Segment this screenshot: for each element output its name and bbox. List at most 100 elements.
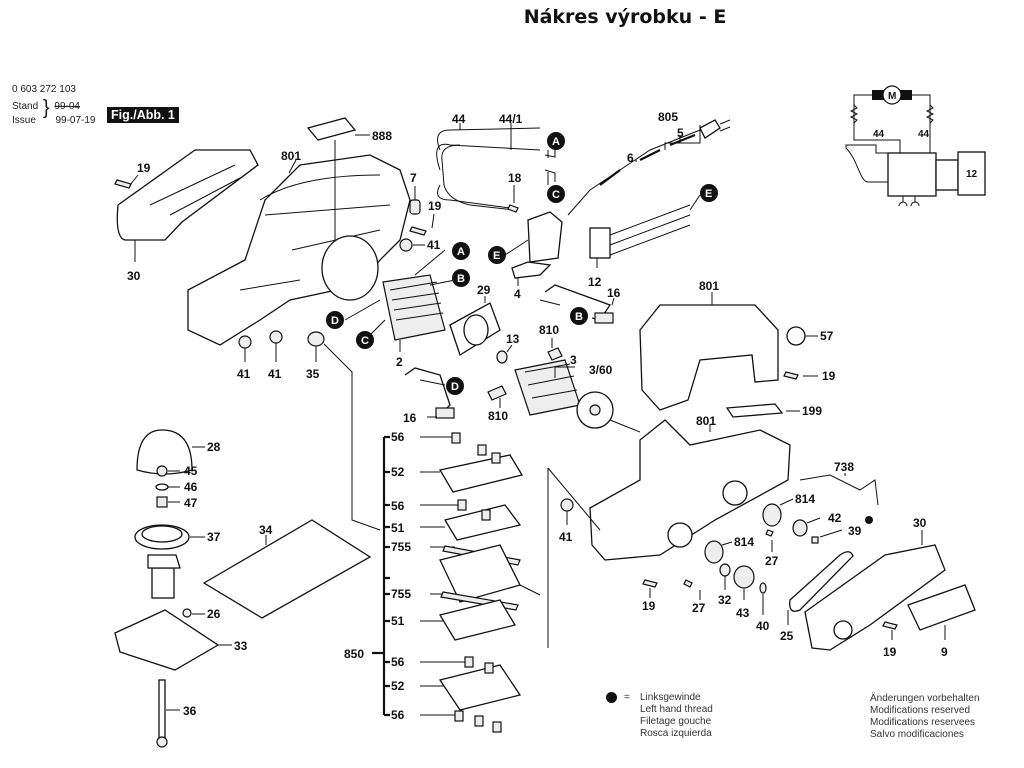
side-cover-30: [116, 149, 259, 241]
circlip-40: [759, 582, 767, 594]
depth-adjust-group: 28 45 46 47 37 26 33 36 34: [114, 429, 372, 748]
screw-27-a: [765, 529, 774, 537]
parking-shoe-34: [202, 519, 372, 619]
motor-group: 2 29 13 3 3/60 810 16 16 810: [382, 274, 641, 433]
nut-41-d: [560, 498, 574, 512]
switch-body-icon: [887, 152, 937, 197]
nut-41-b: [238, 335, 252, 349]
label-36: 36: [183, 704, 197, 718]
schematic-label-12: 12: [966, 169, 978, 180]
label-56-d: 56: [391, 708, 405, 722]
label-814-b: 814: [734, 535, 754, 549]
left-hand-thread-dot: [865, 516, 873, 524]
label-805: 805: [658, 110, 678, 124]
label-43: 43: [736, 606, 750, 620]
label-46: 46: [184, 480, 198, 494]
label-27-b: 27: [692, 601, 706, 615]
label-755-b: 755: [391, 587, 411, 601]
bolt-36: [158, 679, 166, 739]
legend-line: Linksgewinde: [640, 692, 701, 703]
label-16-b: 16: [403, 411, 417, 425]
legend-equals: =: [624, 692, 630, 703]
figure-badge: Fig./Abb. 1: [107, 107, 179, 123]
label-25: 25: [780, 629, 794, 643]
trigger-4: [511, 261, 552, 279]
label-plate-9: [907, 584, 976, 631]
label-40: 40: [756, 619, 770, 633]
screw-27-b: [683, 579, 693, 588]
svg-text:E: E: [705, 188, 712, 200]
disclaimer-line: Änderungen vorbehalten: [870, 693, 980, 704]
callout-d-1: [326, 311, 344, 329]
screw-18: [507, 204, 519, 213]
label-35: 35: [306, 367, 320, 381]
cable-switch-group: 44 44/1 18 4 6 5 805 12: [436, 110, 731, 301]
screw-26: [182, 608, 192, 618]
screw-19-d: [642, 579, 658, 588]
legend-line: Rosca izquierda: [640, 728, 712, 739]
nut-41-a: [399, 238, 413, 252]
pulley-43: [733, 565, 755, 589]
disclaimer-line: Salvo modificaciones: [870, 729, 964, 740]
callout-d-2: [446, 377, 464, 395]
label-814-a: 814: [795, 492, 815, 506]
blade-clamp-52-b: [438, 664, 522, 711]
label-3-60: 3/60: [589, 363, 613, 377]
label-755-a: 755: [391, 540, 411, 554]
stand-label: Stand: [12, 101, 39, 112]
svg-text:D: D: [331, 315, 339, 327]
callout-e-2: [488, 246, 506, 264]
callout-a-2: [452, 242, 470, 260]
nut-45: [156, 465, 168, 477]
spring-47: [156, 496, 168, 508]
callout-e-1: [700, 184, 718, 202]
svg-text:B: B: [575, 311, 583, 323]
callout-b-2: [570, 307, 588, 325]
screw-56-d: [454, 710, 464, 722]
label-801-a: 801: [281, 149, 301, 163]
belt-cover-30: [804, 544, 946, 651]
issue-value: 99-07-19: [55, 115, 96, 126]
label-51-b: 51: [391, 614, 405, 628]
screw-56-a: [451, 432, 461, 444]
label-26: 26: [207, 607, 221, 621]
ring-57: [786, 326, 806, 346]
label-44-1: 44/1: [499, 112, 523, 126]
callout-b-1: [452, 269, 470, 287]
pulley-814-a: [762, 503, 782, 527]
hex-key-738: [799, 474, 879, 506]
part-39: [811, 536, 819, 544]
motor-brush-right-icon: [900, 90, 912, 100]
cable-44: [436, 127, 541, 209]
label-6: 6: [627, 151, 634, 165]
callouts: A C E E A B D C B D: [326, 132, 718, 395]
label-47: 47: [184, 496, 198, 510]
label-56-b: 56: [391, 499, 405, 513]
switch-connector-icon: [935, 159, 959, 191]
label-19-c: 19: [822, 369, 836, 383]
label-5: 5: [677, 126, 684, 140]
base-housing-group: 801 41 738 814 42 39 27 814 32 43 4: [547, 414, 976, 659]
plate-199: [725, 403, 784, 418]
issue-label: Issue: [12, 115, 36, 126]
label-37: 37: [207, 530, 221, 544]
label-9: 9: [941, 645, 948, 659]
label-34: 34: [259, 523, 273, 537]
callout-c-1: [547, 185, 565, 203]
label-18: 18: [508, 171, 522, 185]
label-199: 199: [802, 404, 822, 418]
screw-19-left: [114, 179, 132, 189]
label-888: 888: [372, 129, 392, 143]
label-19-b: 19: [428, 199, 442, 213]
motor-brush-left-icon: [872, 90, 884, 100]
handle-801: [639, 304, 779, 411]
left-hand-thread-dot-icon: [606, 692, 617, 703]
document-meta: 0 603 272 103 Stand } 99-04 Issue 99-07-…: [12, 84, 96, 127]
brace-icon: }: [42, 97, 50, 119]
page-title: Nákres výrobku - E: [523, 6, 727, 28]
label-52-a: 52: [391, 465, 405, 479]
svg-text:C: C: [552, 189, 560, 201]
label-738: 738: [834, 460, 854, 474]
bearing-13: [496, 350, 508, 364]
brush-810-b: [487, 385, 507, 401]
